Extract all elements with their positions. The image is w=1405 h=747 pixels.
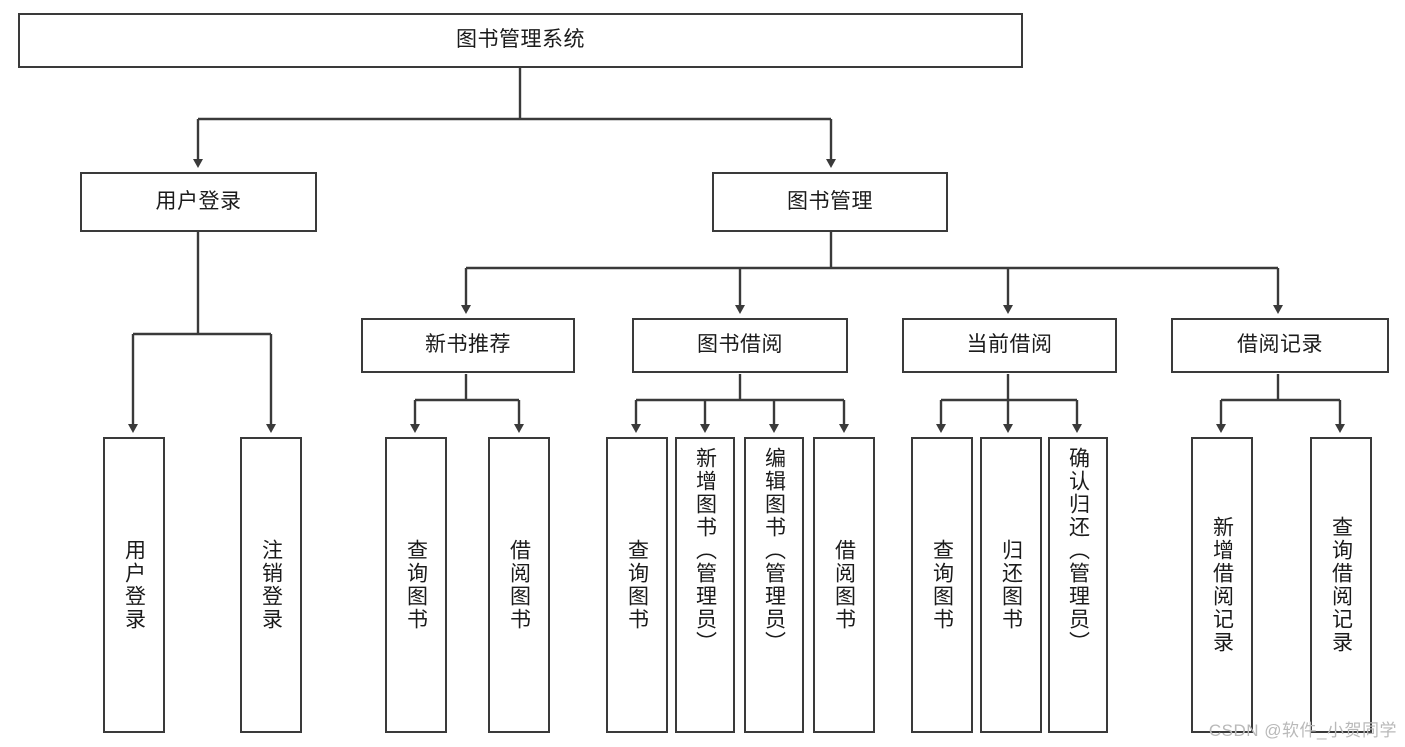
leaf-add-borrow-record[interactable]: 新增借阅记录	[1191, 437, 1253, 733]
leaf-confirm-return-admin[interactable]: 确认归还（管理员）	[1048, 437, 1108, 733]
node-user-login[interactable]: 用户登录	[80, 172, 317, 232]
node-book-borrow[interactable]: 图书借阅	[632, 318, 848, 373]
node-new-book-recommend[interactable]: 新书推荐	[361, 318, 575, 373]
node-new-book-recommend-label: 新书推荐	[425, 333, 511, 357]
leaf-query-book-2[interactable]: 查询图书	[606, 437, 668, 733]
leaf-borrow-book-1[interactable]: 借阅图书	[488, 437, 550, 733]
leaf-user-login[interactable]: 用户登录	[103, 437, 165, 733]
leaf-query-book-3[interactable]: 查询图书	[911, 437, 973, 733]
leaf-user-login-label: 用户登录	[122, 539, 146, 631]
node-book-borrow-label: 图书借阅	[697, 333, 783, 357]
node-user-login-label: 用户登录	[155, 189, 242, 213]
leaf-query-book-1[interactable]: 查询图书	[385, 437, 447, 733]
node-borrow-record-label: 借阅记录	[1237, 333, 1323, 357]
leaf-query-borrow-record-label: 查询借阅记录	[1329, 516, 1353, 654]
node-root[interactable]: 图书管理系统	[18, 13, 1023, 68]
leaf-add-book-admin-label: 新增图书（管理员）	[693, 447, 717, 654]
leaf-edit-book-admin[interactable]: 编辑图书（管理员）	[744, 437, 804, 733]
leaf-return-book[interactable]: 归还图书	[980, 437, 1042, 733]
leaf-user-logout-label: 注销登录	[259, 539, 283, 631]
watermark-text: CSDN @软件_小贺同学	[1208, 721, 1397, 740]
node-root-label: 图书管理系统	[456, 28, 585, 52]
leaf-borrow-book-1-label: 借阅图书	[507, 539, 531, 631]
node-book-manage-label: 图书管理	[787, 189, 873, 213]
leaf-confirm-return-admin-label: 确认归还（管理员）	[1066, 447, 1090, 654]
leaf-query-book-1-label: 查询图书	[404, 539, 428, 631]
leaf-query-book-3-label: 查询图书	[930, 539, 954, 631]
node-borrow-record[interactable]: 借阅记录	[1171, 318, 1389, 373]
leaf-query-borrow-record[interactable]: 查询借阅记录	[1310, 437, 1372, 733]
node-current-borrow[interactable]: 当前借阅	[902, 318, 1117, 373]
leaf-user-logout[interactable]: 注销登录	[240, 437, 302, 733]
node-current-borrow-label: 当前借阅	[966, 333, 1053, 357]
leaf-add-borrow-record-label: 新增借阅记录	[1210, 516, 1234, 654]
leaf-query-book-2-label: 查询图书	[625, 539, 649, 631]
leaf-borrow-book-2[interactable]: 借阅图书	[813, 437, 875, 733]
leaf-return-book-label: 归还图书	[999, 539, 1023, 631]
leaf-edit-book-admin-label: 编辑图书（管理员）	[762, 447, 786, 654]
leaf-add-book-admin[interactable]: 新增图书（管理员）	[675, 437, 735, 733]
leaf-borrow-book-2-label: 借阅图书	[832, 539, 856, 631]
node-book-manage[interactable]: 图书管理	[712, 172, 948, 232]
